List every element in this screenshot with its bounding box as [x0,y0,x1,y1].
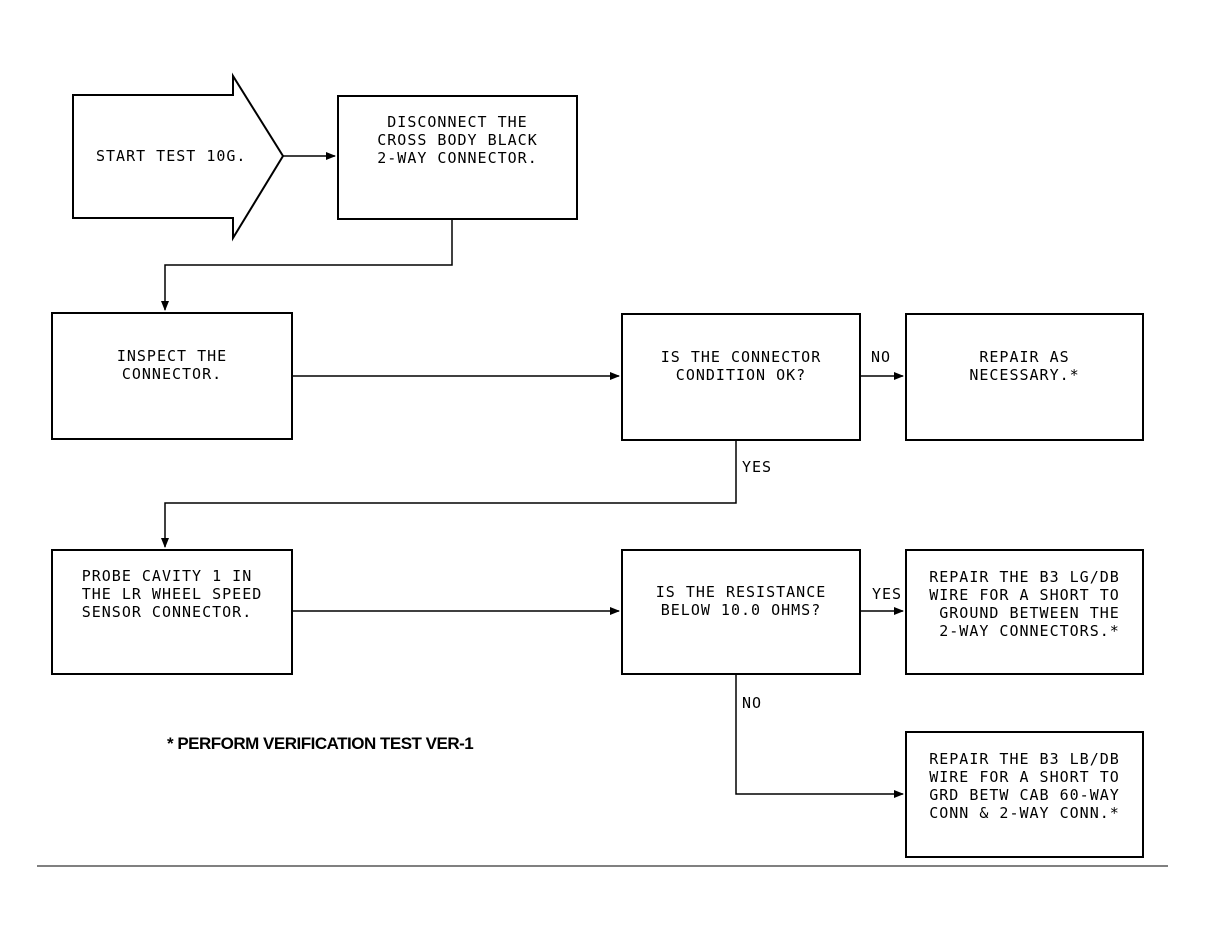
repair-lbdb-wire-box: REPAIR THE B3 LB/DB WIRE FOR A SHORT TO … [905,731,1144,858]
repair-lgdb-wire-text: REPAIR THE B3 LG/DB WIRE FOR A SHORT TO … [929,568,1120,640]
verification-footnote: * PERFORM VERIFICATION TEST VER-1 [167,734,474,753]
resistance-decision-box: IS THE RESISTANCE BELOW 10.0 OHMS? [621,549,861,675]
yes-label-resistance: YES [872,585,903,603]
yes-label-condition: YES [742,458,773,476]
disconnect-connector-text: DISCONNECT THE CROSS BODY BLACK 2-WAY CO… [377,113,538,167]
disconnect-connector-box: DISCONNECT THE CROSS BODY BLACK 2-WAY CO… [337,95,578,220]
start-arrow-shape [72,72,285,242]
resistance-decision-text: IS THE RESISTANCE BELOW 10.0 OHMS? [655,583,827,619]
no-label-resistance: NO [742,694,763,712]
start-test-label: START TEST 10G. [96,147,247,165]
repair-lbdb-wire-text: REPAIR THE B3 LB/DB WIRE FOR A SHORT TO … [929,750,1120,822]
connector-condition-text: IS THE CONNECTOR CONDITION OK? [660,348,822,384]
repair-as-necessary-text: REPAIR AS NECESSARY.* [969,348,1080,384]
inspect-connector-box: INSPECT THE CONNECTOR. [51,312,293,440]
probe-cavity-text: PROBE CAVITY 1 IN THE LR WHEEL SPEED SEN… [81,567,263,621]
connector-resistance-to-repair-lbdb [735,675,904,798]
connector-disconnect-to-inspect [161,219,453,311]
connector-condition-decision-box: IS THE CONNECTOR CONDITION OK? [621,313,861,441]
repair-lgdb-wire-box: REPAIR THE B3 LG/DB WIRE FOR A SHORT TO … [905,549,1144,675]
repair-as-necessary-box: REPAIR AS NECESSARY.* [905,313,1144,441]
probe-cavity-box: PROBE CAVITY 1 IN THE LR WHEEL SPEED SEN… [51,549,293,675]
inspect-connector-text: INSPECT THE CONNECTOR. [116,347,228,383]
no-label-condition: NO [871,348,892,366]
connector-condition-to-probe [161,440,737,548]
